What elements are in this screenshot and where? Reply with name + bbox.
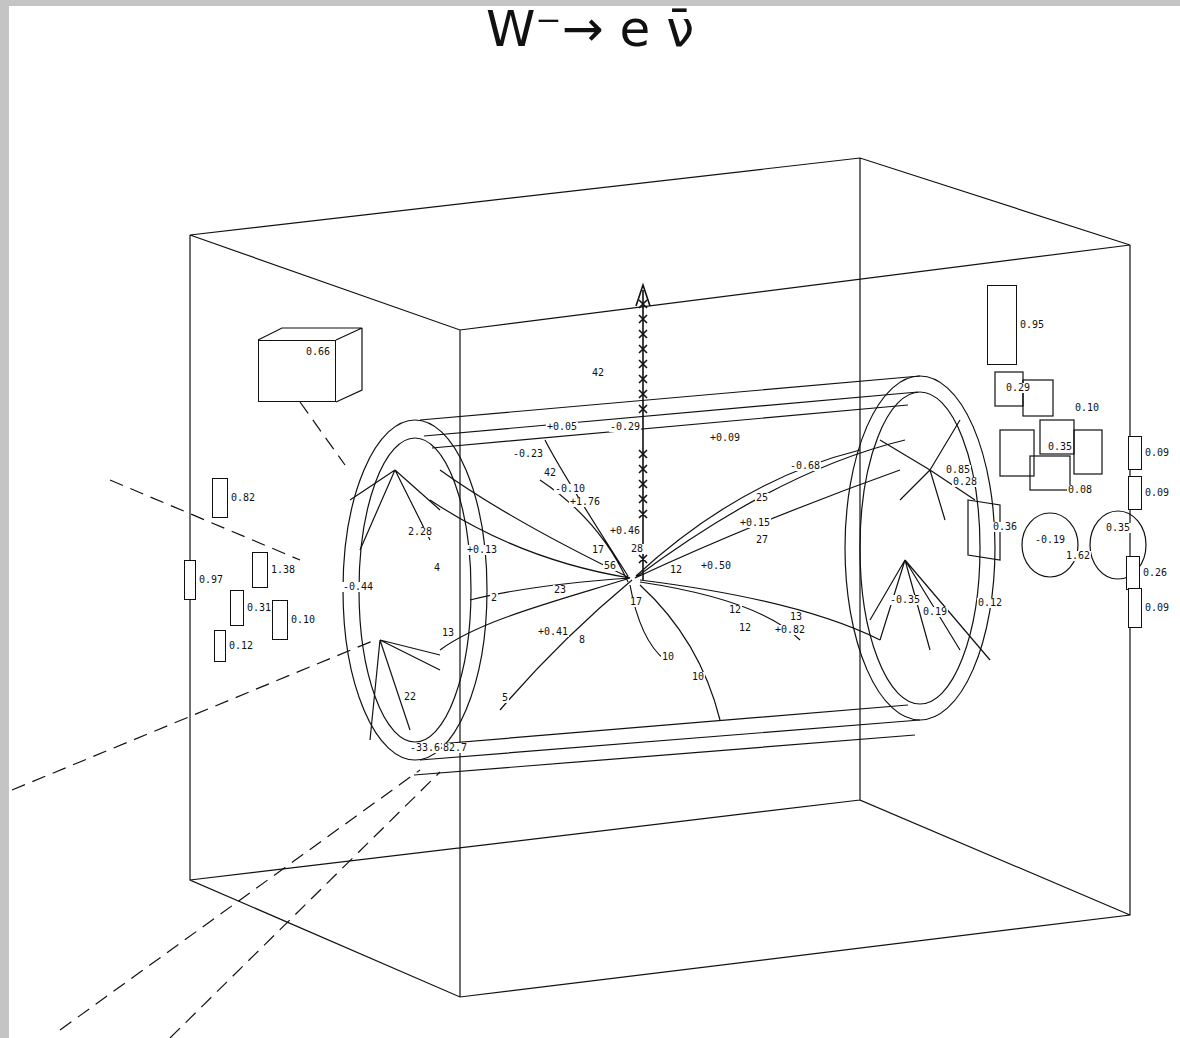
cell-outline [252, 552, 268, 588]
track-value: 28 [630, 544, 644, 554]
track-value: 10 [661, 652, 675, 662]
track-value: 0.36 [992, 522, 1018, 532]
cell-box [258, 328, 362, 402]
track-value: +0.41 [537, 627, 569, 637]
title-block: W⁻→ e ν̄ [0, 2, 1180, 57]
track-value: +0.09 [709, 433, 741, 443]
track-value: 2 [490, 593, 498, 603]
track-value: 17 [591, 545, 605, 555]
track-value: -0.35 [889, 595, 921, 605]
energy-value: 0.26 [1142, 568, 1168, 578]
calorimeter-cell: 0.31 [230, 590, 272, 626]
track-value: +1.76 [569, 497, 601, 507]
track-value: 0.10 [1074, 403, 1100, 413]
cell-outline [1128, 436, 1142, 470]
cell-outline [212, 478, 228, 518]
cell-outline [1128, 588, 1142, 628]
calorimeter-cells [968, 372, 1146, 579]
calorimeter-cell: 0.97 [184, 560, 224, 600]
track-value: +0.50 [700, 561, 732, 571]
calorimeter-cell: 0.26 [1126, 556, 1168, 590]
track-value: -0.23 [512, 449, 544, 459]
track-value: 0.35 [1047, 442, 1073, 452]
track-value: 27 [755, 535, 769, 545]
track-value: 25 [755, 493, 769, 503]
track-value: 82.7 [442, 743, 468, 753]
energy-value: 0.66 [305, 347, 331, 357]
track-value: 4 [433, 563, 441, 573]
dashed-line [12, 402, 440, 1038]
cell-outline [214, 630, 226, 662]
track-value: 0.29 [1005, 383, 1031, 393]
detector-box [190, 158, 1130, 997]
track-value: 13 [441, 628, 455, 638]
track-value: 0.35 [1105, 523, 1131, 533]
track-value: 13 [789, 612, 803, 622]
calorimeter-cell: 0.95 [987, 285, 1045, 365]
track-value: 17 [629, 597, 643, 607]
calorimeter-cell: 0.82 [212, 478, 256, 518]
cell-outline [1128, 476, 1142, 510]
calorimeter-cell: 0.09 [1128, 476, 1170, 510]
calorimeter-cell: 0.10 [272, 600, 316, 640]
cell-outline [272, 600, 288, 640]
energy-value: 0.12 [228, 641, 254, 651]
track-value: 23 [553, 585, 567, 595]
cell-outline [184, 560, 196, 600]
track-value: +0.05 [546, 422, 578, 432]
track-value: 0.12 [977, 598, 1003, 608]
track-value: 12 [738, 623, 752, 633]
energy-value: 0.82 [230, 493, 256, 503]
track-value: 22 [403, 692, 417, 702]
track-value: 10 [691, 672, 705, 682]
track-value: 0.19 [922, 607, 948, 617]
frame-bar [0, 0, 9, 1038]
track-value: 0.85 [945, 465, 971, 475]
calorimeter-cell: 0.09 [1128, 436, 1170, 470]
track-value: -0.19 [1034, 535, 1066, 545]
endcap-hits [350, 420, 990, 740]
energy-value: 0.97 [198, 575, 224, 585]
calorimeter-cell: 0.09 [1128, 588, 1170, 628]
calorimeter-cell: 1.38 [252, 552, 296, 588]
energy-value: 0.95 [1019, 320, 1045, 330]
track-value: -0.10 [554, 484, 586, 494]
energy-value: 0.09 [1144, 448, 1170, 458]
track-value: -0.68 [789, 461, 821, 471]
track-value: +0.13 [466, 545, 498, 555]
central-chamber [343, 376, 995, 775]
track-value: -0.29 [609, 422, 641, 432]
energy-value: 1.38 [270, 565, 296, 575]
track-value: 1.62 [1065, 551, 1091, 561]
track-value: 8 [578, 635, 586, 645]
track-value: 42 [591, 368, 605, 378]
cell-outline [230, 590, 244, 626]
track-value: -33.6 [409, 743, 441, 753]
track-value: 5 [501, 693, 509, 703]
tracks [430, 440, 905, 720]
track-value: 12 [669, 565, 683, 575]
energy-value: 0.09 [1144, 603, 1170, 613]
calorimeter-cell: 0.66 [258, 340, 336, 402]
track-value: +0.82 [774, 625, 806, 635]
energy-value: 0.31 [246, 603, 272, 613]
energy-value: 0.09 [1144, 488, 1170, 498]
track-value: 42 [543, 468, 557, 478]
track-value: +0.15 [739, 518, 771, 528]
track-value: 56 [603, 561, 617, 571]
energy-value: 0.10 [290, 615, 316, 625]
calorimeter-cell: 0.12 [214, 630, 254, 662]
cell-outline [987, 285, 1017, 365]
track-value: 12 [728, 605, 742, 615]
track-value: 0.08 [1067, 485, 1093, 495]
track-value: 2.28 [407, 527, 433, 537]
track-value: +0.46 [609, 526, 641, 536]
track-value: 0.28 [952, 477, 978, 487]
title: W⁻→ e ν̄ [486, 0, 694, 58]
cell-outline [1126, 556, 1140, 590]
track-value: -0.44 [342, 582, 374, 592]
